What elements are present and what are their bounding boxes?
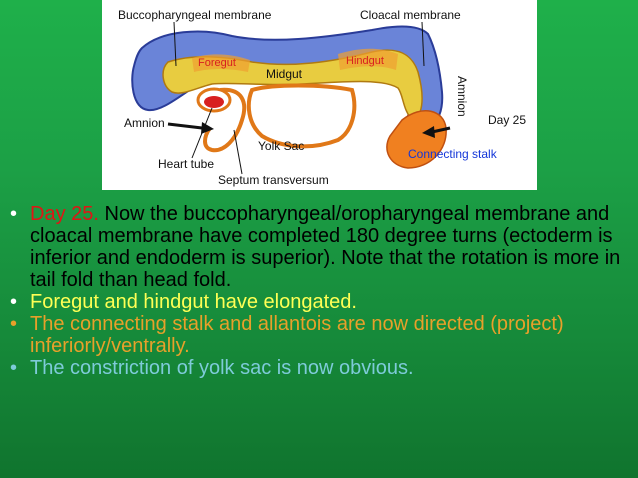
leader-cloacal (421, 21, 425, 67)
heart-loop (203, 87, 247, 153)
bullet-dot: • (10, 313, 18, 335)
bullet-4-text: The constriction of yolk sac is now obvi… (30, 357, 414, 379)
amnion-arrow-left (167, 122, 203, 130)
foregut-region (192, 54, 250, 72)
leader-bucco (173, 21, 177, 67)
bullet-item-1: • Day 25. Now the buccopharyngeal/orophar… (10, 203, 622, 291)
bullet-1-lead: Day 25. (30, 203, 99, 225)
label-septum: Septum transversum (218, 173, 329, 187)
label-amnion-left: Amnion (124, 116, 165, 130)
label-heart-tube: Heart tube (158, 157, 214, 171)
label-foregut: Foregut (198, 57, 236, 69)
amnion-arrow-left-head (201, 122, 214, 134)
bullet-item-4: • The constriction of yolk sac is now obv… (10, 357, 622, 379)
bullet-1-text: Now the buccopharyngeal/oropharyngeal me… (30, 203, 621, 291)
bullet-item-3: • The connecting stalk and allantois are … (10, 313, 622, 357)
label-buccopharyngeal: Buccopharyngeal membrane (118, 8, 272, 22)
leader-septum (233, 129, 243, 175)
embryo-diagram: Buccopharyngeal membrane Cloacal membran… (102, 0, 537, 190)
label-day: Day 25 (488, 113, 526, 127)
heart-tube-core (204, 96, 224, 108)
bullet-item-2: • Foregut and hindgut have elongated. (10, 291, 622, 313)
hindgut-region (338, 48, 398, 70)
bullet-3-text: The connecting stalk and allantois are n… (30, 313, 564, 357)
amnion-arrow-right (431, 126, 451, 134)
bullet-dot: • (10, 357, 18, 379)
label-yolk-sac: Yolk Sac (258, 139, 304, 153)
connecting-stalk (386, 110, 447, 169)
label-connecting-stalk: Connecting stalk (408, 147, 498, 161)
label-cloacal: Cloacal membrane (360, 8, 461, 22)
label-amnion-right: Amnion (455, 76, 469, 117)
bullet-list: • Day 25. Now the buccopharyngeal/orophar… (10, 203, 622, 379)
leader-heart (191, 107, 213, 159)
amnion-arrow-right-head (422, 126, 435, 138)
embryo-diagram-svg: Buccopharyngeal membrane Cloacal membran… (118, 8, 526, 187)
bullet-dot: • (10, 291, 18, 313)
bullet-2-text: Foregut and hindgut have elongated. (30, 291, 357, 313)
label-hindgut: Hindgut (346, 55, 384, 67)
bullet-dot: • (10, 203, 18, 225)
yolk-sac (246, 83, 357, 149)
label-midgut: Midgut (266, 67, 303, 81)
